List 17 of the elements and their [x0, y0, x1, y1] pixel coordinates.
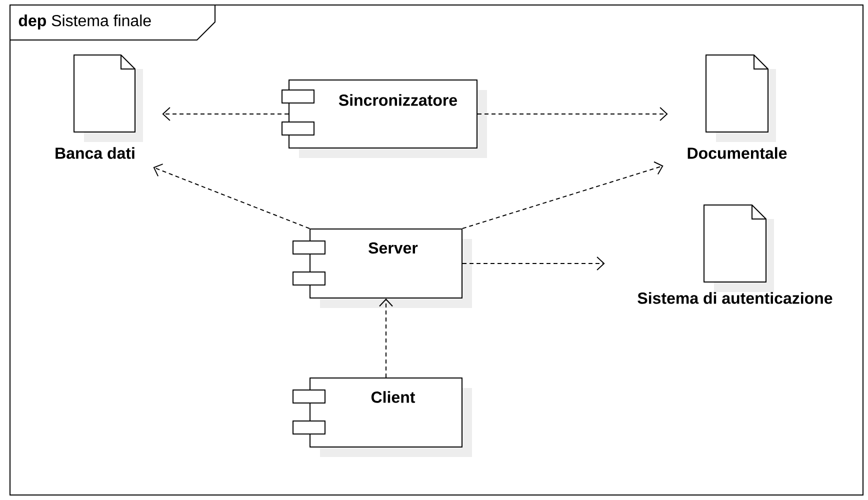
frame	[10, 4, 864, 496]
dependency-arrow	[162, 107, 289, 121]
node-label: Documentale	[688, 147, 787, 159]
dependency-arrow	[462, 256, 605, 270]
frame-title: dep Sistema finale	[18, 14, 151, 30]
artifact: Documentale	[688, 54, 787, 159]
artifact: Banca dati	[56, 54, 143, 159]
component-box: Server	[292, 228, 472, 308]
dependency-arrow	[153, 164, 310, 229]
node-label: Sistema di autenticazione	[638, 292, 832, 304]
node-label: Banca dati	[56, 147, 134, 159]
artifact: Sistema di autenticazione	[638, 204, 832, 304]
dependency-arrow	[379, 298, 393, 378]
dependency-arrow	[477, 107, 668, 121]
component-box: Sincronizzatore	[282, 80, 487, 158]
dependency-arrow	[462, 161, 664, 229]
component-box: Client	[292, 378, 472, 457]
